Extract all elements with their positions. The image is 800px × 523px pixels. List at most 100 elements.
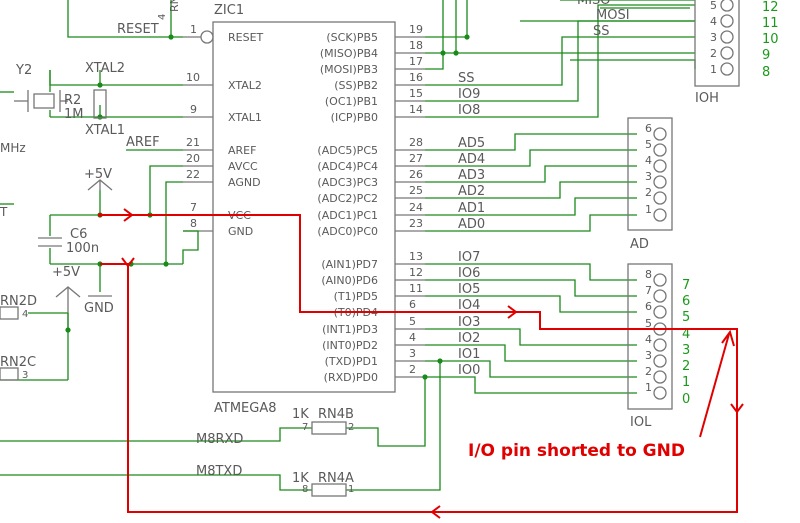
supply-5v-label-2: +5V <box>52 265 80 280</box>
pin-number: 9 <box>190 103 197 116</box>
pin-label: (ADC4)PC4 <box>317 160 378 173</box>
net-label-io3: IO3 <box>458 315 480 330</box>
rn-top-label: RN <box>168 0 181 12</box>
pin-number: 3 <box>409 347 416 360</box>
net-label-io2: IO2 <box>458 331 480 346</box>
iol-signal: 2 <box>682 359 690 374</box>
net-label-io0: IO0 <box>458 363 480 378</box>
reset-inversion-bubble <box>200 30 214 44</box>
net-label-ad5: AD5 <box>458 136 485 151</box>
rn2d-pin: 4 <box>22 309 28 320</box>
ioh-signal: 12 <box>762 0 779 15</box>
resistor-rn4b <box>311 421 347 435</box>
rn-top-pin: 4 <box>157 14 168 20</box>
atmega8-body <box>212 21 396 393</box>
crystal-label: Y2 <box>15 63 32 78</box>
pin-label: (ADC1)PC1 <box>317 209 378 222</box>
ad-connector-name: AD <box>630 237 649 252</box>
pin-label: (ADC2)PC2 <box>317 192 378 205</box>
short-path-highlight <box>100 214 738 513</box>
iol-signal: 0 <box>682 392 690 407</box>
iol-signal: 7 <box>682 278 690 293</box>
ioh-signal-labels: 12 11 10 9 8 <box>762 0 779 80</box>
net-label-mosi-top: MOSI <box>596 8 630 23</box>
pin-number: 27 <box>409 152 423 165</box>
net-label-ss: SS <box>458 71 475 86</box>
pin-label: XTAL1 <box>228 111 262 124</box>
pb-nets <box>425 0 696 118</box>
rn2c-label: RN2C <box>0 355 36 370</box>
pin-label: (MOSI)PB3 <box>320 63 378 76</box>
iol-connector-name: IOL <box>630 415 652 430</box>
pin-label: (T1)PD5 <box>334 290 378 303</box>
short-path-start-dot <box>98 213 102 217</box>
rn2-nets <box>0 91 69 381</box>
pin-number: 10 <box>186 71 200 84</box>
rn4a-value: 1K <box>292 471 309 486</box>
r2-name: R2 <box>64 93 81 108</box>
net-label-ad0: AD0 <box>458 217 485 232</box>
iol-signal: 1 <box>682 375 690 390</box>
ad-pin-number: 1 <box>645 203 652 216</box>
pc-nets <box>425 133 637 232</box>
iol-signal-labels: 7 6 5 4 3 2 1 0 <box>682 278 690 407</box>
right-pin-labels: (SCK)PB5 (MISO)PB4 (MOSI)PB3 (SS)PB2 (OC… <box>317 31 378 384</box>
pin-number: 6 <box>409 298 416 311</box>
net-label-io5: IO5 <box>458 282 480 297</box>
c6-name: C6 <box>70 227 87 242</box>
right-pin-stubs <box>395 36 425 378</box>
pin-label: (TXD)PD1 <box>325 355 378 368</box>
net-label-io9: IO9 <box>458 87 480 102</box>
rn2c-pin: 3 <box>22 370 28 381</box>
net-label-io8: IO8 <box>458 103 480 118</box>
ioh-signal: 8 <box>762 65 770 80</box>
ad-pin-numbers: 6 5 4 3 2 1 <box>645 122 652 216</box>
pin-number: 17 <box>409 55 423 68</box>
ioh-name: IOH <box>695 91 719 106</box>
net-label-reset: RESET <box>117 22 159 37</box>
net-label-io1: IO1 <box>458 347 480 362</box>
pin-number: 12 <box>409 266 423 279</box>
m8rxd-net <box>0 377 426 447</box>
rn4a-pin-b: 1 <box>348 484 354 495</box>
ground-label: GND <box>84 301 114 316</box>
net-label-ad1: AD1 <box>458 201 485 216</box>
pin-number: 23 <box>409 217 423 230</box>
left-pin-labels: RESET XTAL2 XTAL1 AREF AVCC AGND VCC GND… <box>186 23 264 238</box>
pin-label: GND <box>228 225 253 238</box>
annotation-pointer-arrow <box>699 329 735 438</box>
iol-signal: 5 <box>682 310 690 325</box>
pin-label: (OC1)PB1 <box>325 95 378 108</box>
pin-label: (AIN0)PD6 <box>321 274 378 287</box>
ad-pin-number: 6 <box>645 122 652 135</box>
pin-label: (INT0)PD2 <box>322 339 378 352</box>
iol-pin-number: 3 <box>645 349 652 362</box>
right-pin-numbers: 19 18 17 16 15 14 28 27 26 25 24 23 13 1… <box>409 23 423 376</box>
net-label-ad3: AD3 <box>458 168 485 183</box>
junction-dot <box>464 34 470 40</box>
pin-number: 14 <box>409 103 423 116</box>
pin-label: AREF <box>228 144 256 157</box>
resistor-rn2c <box>0 367 19 381</box>
net-label-miso-top: MISO <box>577 0 611 8</box>
capacitor-c6 <box>38 237 62 247</box>
pin-number: 2 <box>409 363 416 376</box>
net-label-ss-top: SS <box>593 24 610 39</box>
ioh-pin-number: 2 <box>710 47 717 60</box>
pin-label: (ADC3)PC3 <box>317 176 378 189</box>
pin-number: 4 <box>409 331 416 344</box>
ioh-signal: 10 <box>762 32 779 47</box>
pin-number: 13 <box>409 250 423 263</box>
ioh-pin-number: 5 <box>710 0 717 12</box>
io-net-labels: IO7 IO6 IO5 IO4 IO3 IO2 IO1 IO0 <box>458 250 480 378</box>
m8txd-net <box>0 361 441 491</box>
pin-number: 18 <box>409 39 423 52</box>
net-label-io4: IO4 <box>458 298 480 313</box>
pin-number: 21 <box>186 136 200 149</box>
rn4b-pin-a: 7 <box>302 422 308 433</box>
net-label-io7: IO7 <box>458 250 480 265</box>
pin-label: (SS)PB2 <box>334 79 378 92</box>
rn4a-name: RN4A <box>318 471 354 486</box>
pin-label: (MISO)PB4 <box>320 47 378 60</box>
iol-pin-number: 2 <box>645 365 652 378</box>
